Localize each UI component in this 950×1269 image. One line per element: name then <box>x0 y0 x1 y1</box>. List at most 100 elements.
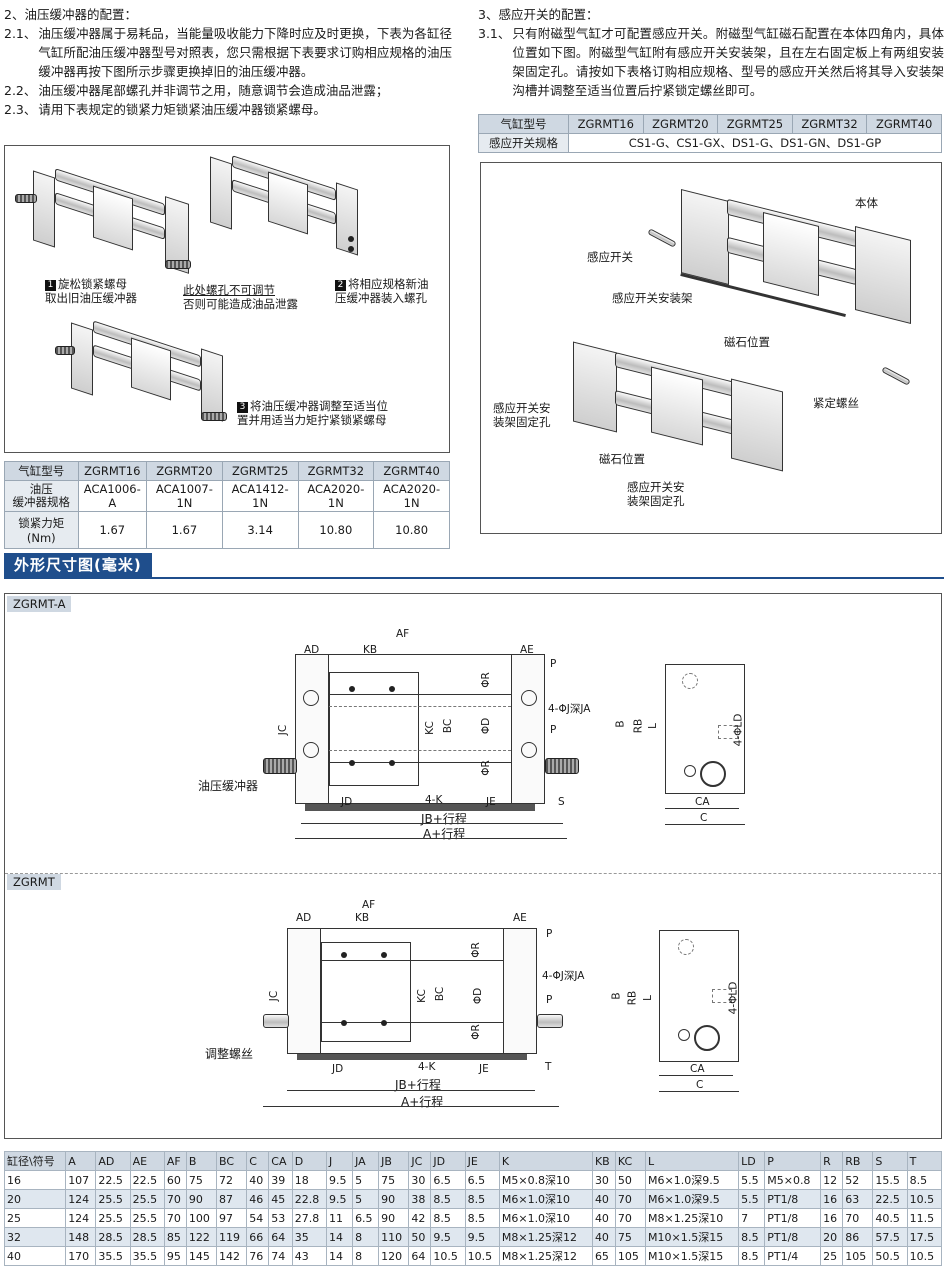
dim-jc-b: JC <box>268 990 281 1002</box>
dim-ae-b: AE <box>513 912 527 924</box>
dim-ca-b: CA <box>690 1063 705 1075</box>
drawing-a-side <box>665 664 745 794</box>
banner-rule <box>4 577 944 579</box>
dim-jd-b: JD <box>332 1063 344 1075</box>
dim-jd-a: JD <box>341 796 353 808</box>
dim-rb-a: RB <box>632 718 645 734</box>
dim-bc-a: BC <box>442 718 455 734</box>
dim-ad-a: AD <box>304 644 320 656</box>
dim-ld-a: 4-ΦLD <box>732 713 745 747</box>
dim-j-a: 4-ΦJ深JA <box>548 703 591 715</box>
label-shock-absorber: 油压缓冲器 <box>198 779 259 793</box>
dim-b-b: B <box>610 992 623 1000</box>
para-2-3: 2.3、请用下表规定的锁紧力矩锁紧油压缓冲器锁紧螺母。 <box>4 102 326 117</box>
drawing-b-side <box>659 930 739 1062</box>
drawing-a-front <box>255 634 579 839</box>
switch-spec-table: 气缸型号 ZGRMT16 ZGRMT20 ZGRMT25 ZGRMT32 ZGR… <box>478 114 943 153</box>
dim-s-a: S <box>558 796 565 808</box>
drawing-b-front <box>255 916 575 1066</box>
para-2-2: 2.2、油压缓冲器尾部螺孔并非调节之用，随意调节会造成油品泄露； <box>4 83 389 98</box>
dim-af-a: AF <box>396 628 410 640</box>
dim-l-a: L <box>646 723 659 729</box>
dim-jb-b: JB+行程 <box>395 1078 441 1092</box>
row-switch-label: 感应开关规格 <box>478 133 569 153</box>
switch-config-section: 3、感应开关的配置： 3.1、只有附磁型气缸才可配置感应开关。附磁型气缸磁石配置… <box>478 6 944 100</box>
dim-b-a: B <box>614 720 627 728</box>
dim-ca-a: CA <box>695 796 710 808</box>
set-screw-icon <box>881 366 911 386</box>
dim-c-b: C <box>696 1079 704 1091</box>
label-magnet-1: 磁石位置 <box>724 335 770 349</box>
dim-a-a: A+行程 <box>423 827 466 841</box>
dim-ae-a: AE <box>520 644 534 656</box>
para-3-1: 3.1、只有附磁型气缸才可配置感应开关。附磁型气缸磁石配置在本体四角内，具体位置… <box>478 26 944 98</box>
dim-p1-a: P <box>550 658 557 670</box>
dim-l-b: L <box>641 995 654 1001</box>
dim-r1-a: ΦR <box>479 672 492 688</box>
dim-a-b: A+行程 <box>401 1095 444 1109</box>
label-body: 本体 <box>855 196 878 210</box>
dimension-section-banner: 外形尺寸图(毫米) <box>4 553 152 577</box>
dim-kc-a: KC <box>423 721 436 735</box>
dim-kb-b: KB <box>355 912 370 924</box>
drawing-separator <box>5 873 941 874</box>
header-model: 气缸型号 <box>4 461 79 481</box>
switch-config-title: 3、感应开关的配置： <box>478 7 599 22</box>
label-adjust-screw: 调整螺丝 <box>205 1047 254 1061</box>
dim-rb-b: RB <box>626 990 639 1006</box>
dim-jb-a: JB+行程 <box>421 812 467 826</box>
row-torque-label: 锁紧力矩(Nm) <box>4 511 79 549</box>
buffer-config-section: 2、油压缓冲器的配置： 2.1、油压缓冲器属于易耗品，当能量吸收能力下降时应及时… <box>4 6 452 119</box>
tag-zgrmt-a: ZGRMT-A <box>7 596 72 612</box>
dim-kb-a: KB <box>363 644 378 656</box>
dim-p1-b: P <box>546 928 553 940</box>
label-fix-hole-2: 感应开关安 装架固定孔 <box>627 480 685 508</box>
dim-ad-b: AD <box>296 912 312 924</box>
dim-r2-b: ΦR <box>469 1024 482 1040</box>
dim-bc-b: BC <box>434 986 447 1002</box>
label-bracket: 感应开关安装架 <box>612 291 693 305</box>
tag-zgrmt: ZGRMT <box>7 874 61 890</box>
para-2-1: 2.1、油压缓冲器属于易耗品，当能量吸收能力下降时应及时更换，下表为各缸径气缸所… <box>4 26 452 79</box>
cylinder-drawing-1 <box>15 164 195 274</box>
dim-je-b: JE <box>479 1063 489 1075</box>
dim-je-a: JE <box>486 796 496 808</box>
label-switch: 感应开关 <box>587 250 633 264</box>
dim-ld-b: 4-ΦLD <box>727 981 740 1015</box>
cylinder-drawing-2 <box>200 150 380 260</box>
dim-af-b: AF <box>362 899 376 911</box>
dim-k-a: 4-K <box>425 794 443 806</box>
dim-d-b: ΦD <box>472 987 485 1005</box>
buffer-spec-table: 气缸型号 ZGRMT16 ZGRMT20 ZGRMT25 ZGRMT32 ZGR… <box>4 461 450 549</box>
buffer-config-title: 2、油压缓冲器的配置： <box>4 7 137 22</box>
dim-k-b: 4-K <box>418 1061 436 1073</box>
label-magnet-2: 磁石位置 <box>599 452 645 466</box>
dim-p2-a: P <box>550 724 557 736</box>
dim-r1-b: ΦR <box>469 942 482 958</box>
label-set-screw: 紧定螺丝 <box>813 396 859 410</box>
dim-t-b: T <box>545 1061 552 1073</box>
row-buffer-spec-label: 油压缓冲器规格 <box>4 480 79 512</box>
dim-kc-b: KC <box>415 989 428 1003</box>
label-fix-hole-1: 感应开关安 装架固定孔 <box>493 401 551 429</box>
row-switch-value: CS1-G、CS1-GX、DS1-G、DS1-GN、DS1-GP <box>567 133 943 153</box>
dim-c-a: C <box>700 812 708 824</box>
switch-figure: 本体 感应开关 感应开关安装架 磁石位置 感应开关安 装架固定孔 紧定螺丝 磁石… <box>480 162 942 534</box>
dim-r2-a: ΦR <box>479 760 492 776</box>
dimension-drawings: ZGRMT-A ZGRMT AF AD KB AE P ΦR 4-ΦJ深JA P… <box>4 593 942 1139</box>
dim-d-a: ΦD <box>480 717 493 735</box>
dim-j-b: 4-ΦJ深JA <box>542 970 585 982</box>
dim-p2-b: P <box>546 994 553 1006</box>
dim-jc-a: JC <box>277 724 290 736</box>
